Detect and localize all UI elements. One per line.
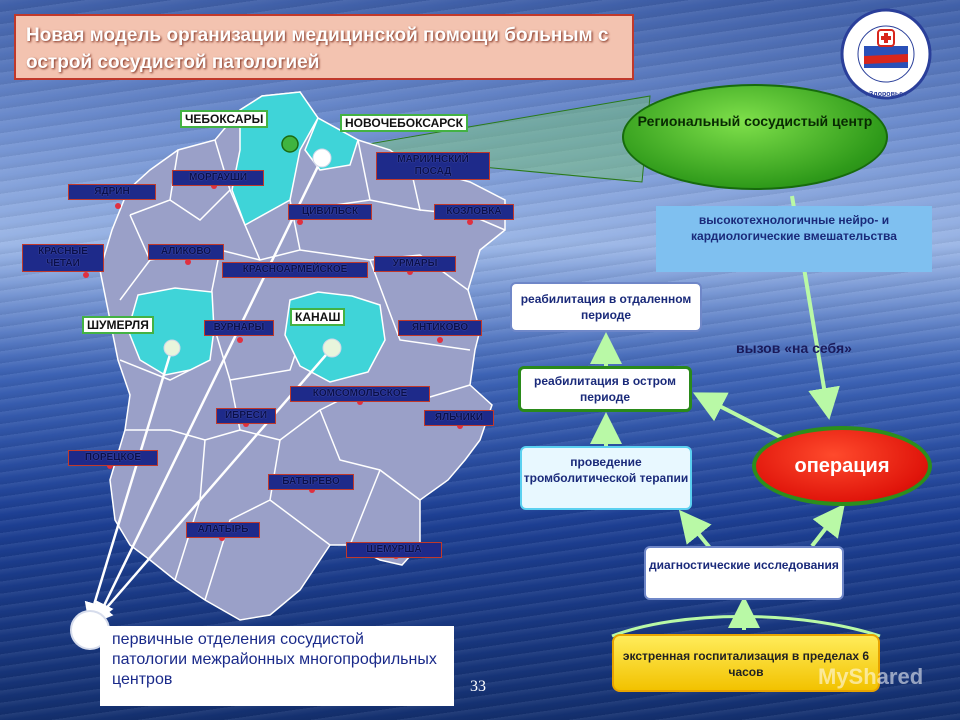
label-yadrin: ЯДРИН [68,184,156,200]
shumerlya-marker [163,339,181,357]
label-krasnoarmeyskoe: КРАСНОАРМЕЙСКОЕ [222,262,368,278]
operation-node: операция [752,426,932,506]
shumerlya-area [127,287,215,376]
label-kanash: КАНАШ [290,308,346,326]
thrombolysis-box: проведение тромболитической терапии [520,446,692,510]
rehab-remote-box: реабилитация в отдаленном периоде [510,282,702,332]
label-shumerlya: ШУМЕРЛЯ [82,316,154,334]
emergency-hospitalization-box: экстренная госпитализация в пределах 6 ч… [612,634,880,692]
regional-vascular-center: Региональный сосудистый центр [622,84,888,190]
hospitalization-connector [611,615,881,638]
kanash-marker [322,338,342,358]
cheboksary-marker [281,135,299,153]
label-shemursha: ШЕМУРША [346,542,442,558]
novocheboksarsk-marker [312,148,332,168]
high-tech-interventions-box: высокотехнологичные нейро- и кардиологич… [656,206,932,272]
label-yalchiki: ЯЛЬЧИКИ [424,410,494,426]
label-morgaushi: МОРГАУШИ [172,170,264,186]
label-vurnary: ВУРНАРЫ [204,320,274,336]
label-batyrevo: БАТЫРЕВО [268,474,354,490]
label-komsomolskoe: КОМСОМОЛЬСКОЕ [290,386,430,402]
label-kozlovka: КОЗЛОВКА [434,204,514,220]
national-projects-logo: «Здоровье» [840,8,932,100]
label-ibresi: ИБРЕСИ [216,408,276,424]
label-tsivilsk: ЦИВИЛЬСК [288,204,372,220]
watermark: MyShared [818,664,924,689]
label-cheboksary: ЧЕБОКСАРЫ [180,110,269,128]
label-alikovo: АЛИКОВО [148,244,224,260]
label-yantikovo: ЯНТИКОВО [398,320,482,336]
rehab-acute-box: реабилитация в остром периоде [518,366,692,412]
label-urmary: УРМАРЫ [374,256,456,272]
diagnostics-box: диагностические исследования [644,546,844,600]
label-krasnye-chetai: КРАСНЫЕ ЧЕТАИ [22,244,104,272]
label-mariinsky-posad: МАРИИНСКИЙ ПОСАД [376,152,490,180]
label-novocheboksarsk: НОВОЧЕБОКСАРСК [340,114,468,132]
label-poretskoe: ПОРЕЦКОЕ [68,450,158,466]
page-title: Новая модель организации медицинской пом… [14,14,634,80]
logo-brand-text: «Здоровье» [865,91,907,98]
label-alatyr: АЛАТЫРЬ [186,522,260,538]
page-number: 33 [470,678,486,695]
self-call-label: вызов «на себя» [736,340,852,356]
primary-departments-note: первичные отделения сосудистой патологии… [100,626,454,706]
